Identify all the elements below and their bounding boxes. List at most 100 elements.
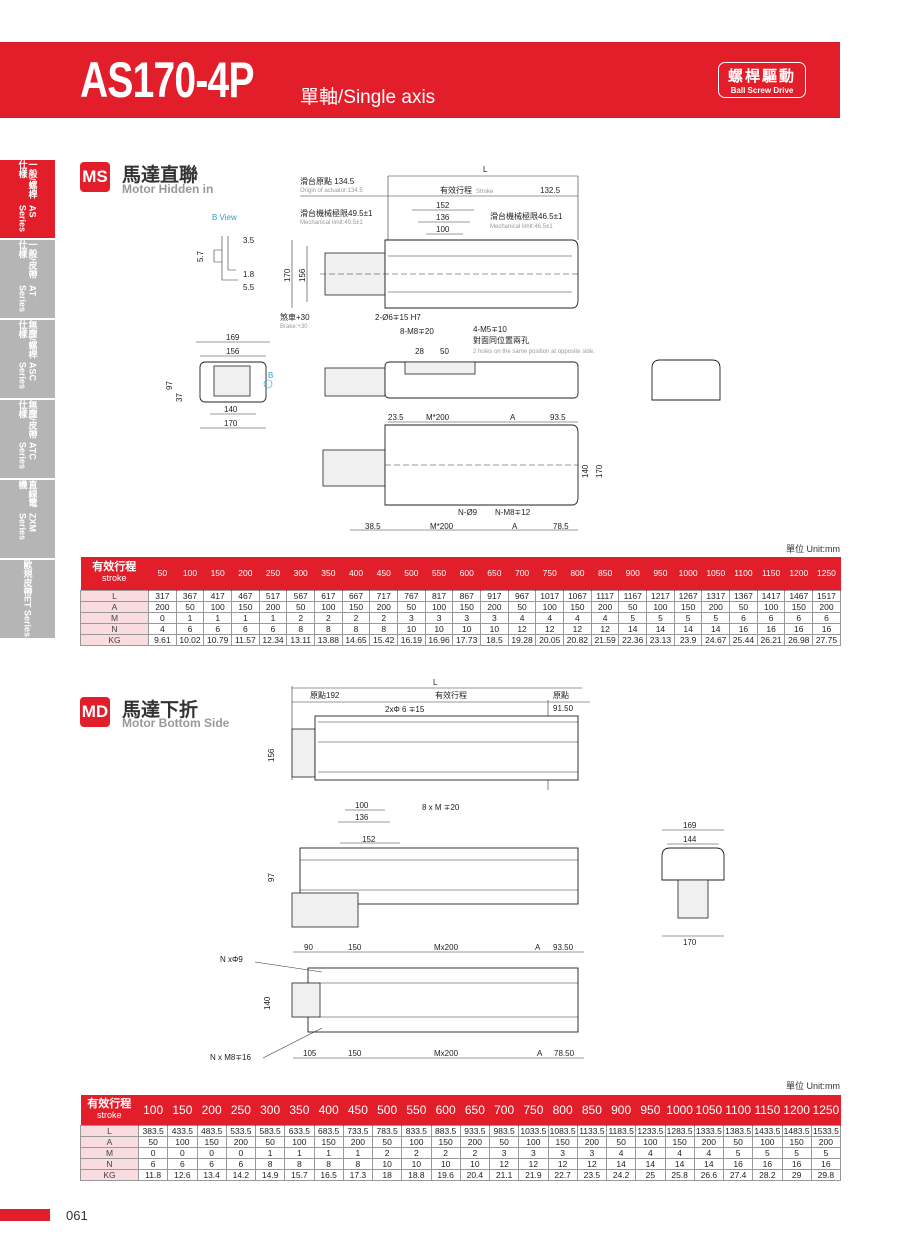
table-cell: 8 <box>341 622 371 635</box>
dimension-label: 煞車+30 <box>280 312 310 322</box>
model-title: AS170-4P <box>80 52 254 108</box>
table-cell: 6 <box>167 1157 198 1170</box>
dimension-label: 原點192 <box>310 690 340 700</box>
series-tab-zh: 無塵/皮帶仕樣 <box>17 400 38 439</box>
dimension-label: 97 <box>165 381 174 390</box>
table-cell: 200 <box>369 600 399 613</box>
dimension-label: N-Ø9 <box>458 508 478 517</box>
table-cell: 200 <box>693 1135 725 1148</box>
table-cell: 1 <box>342 1146 374 1159</box>
table-cell: 200 <box>701 600 731 613</box>
dimension-label: 100 <box>355 801 369 810</box>
dimension-label: N x M8∓16 <box>210 1053 251 1062</box>
table-cell: 10 <box>452 622 482 635</box>
dimension-label: 132.5 <box>540 186 561 195</box>
table-cell: 16.19 <box>397 633 426 646</box>
table-cell: 200 <box>576 1135 608 1148</box>
dimension-label: A <box>535 943 541 952</box>
table-cell: 100 <box>646 600 675 613</box>
drive-type-badge: 螺桿驅動 Ball Screw Drive <box>718 62 806 98</box>
table-cell: 0 <box>225 1146 257 1159</box>
table-cell: 50 <box>507 600 537 613</box>
dimension-label: 97 <box>267 873 276 882</box>
series-tab-zh: 直線電機 <box>17 480 38 507</box>
table-cell: 21.1 <box>488 1168 520 1181</box>
table-cell: 0 <box>196 1146 227 1159</box>
dimension-label: N xΦ9 <box>220 955 243 964</box>
table-cell: 14 <box>635 1157 666 1170</box>
table-cell: 3 <box>480 611 509 624</box>
dimension-label: 170 <box>683 938 697 947</box>
dimension-label: 滑台機械極限49.5±1 <box>300 208 373 218</box>
stroke-column-header: 800 <box>563 557 592 590</box>
table-cell: 1517 <box>812 589 841 602</box>
md-badge: MD <box>80 697 110 727</box>
table-cell: 24.2 <box>605 1168 637 1181</box>
table-cell: 3 <box>518 1146 549 1159</box>
table-cell: 2 <box>401 1146 432 1159</box>
dimension-label: Brake:+30 <box>280 324 308 330</box>
table-cell: 12 <box>563 622 592 635</box>
table-cell: 14.65 <box>341 633 371 646</box>
dimension-label: 156 <box>226 347 240 356</box>
table-cell: 4 <box>605 1146 637 1159</box>
table-cell: 1 <box>254 1146 286 1159</box>
stroke-column-header: 350 <box>284 1095 315 1125</box>
stroke-column-header: 700 <box>508 557 537 590</box>
stroke-column-header: 1050 <box>701 557 731 590</box>
table-cell: 25 <box>635 1168 666 1181</box>
table-cell: 6 <box>175 622 205 635</box>
table-cell: 23.13 <box>646 633 675 646</box>
row-label: N <box>80 1157 139 1170</box>
table-cell: 150 <box>231 600 260 613</box>
dimension-label: 136 <box>355 813 369 822</box>
dimension-label: 152 <box>436 201 450 210</box>
table-cell: 0 <box>167 1146 198 1159</box>
table-cell: 1433.5 <box>752 1124 783 1137</box>
table-cell: 883.5 <box>430 1124 461 1137</box>
table-cell: 150 <box>673 600 703 613</box>
table-cell: 683.5 <box>313 1124 344 1137</box>
dimension-label: 169 <box>226 333 240 342</box>
dimension-label: 136 <box>436 213 450 222</box>
dimension-label: 5.5 <box>243 283 255 292</box>
table-cell: 14 <box>618 622 648 635</box>
table-cell: 0 <box>137 1146 169 1159</box>
dimension-label: M*200 <box>426 413 450 422</box>
table-cell: 12 <box>488 1157 520 1170</box>
table-cell: 8 <box>313 1157 344 1170</box>
table-cell: 1067 <box>563 589 592 602</box>
stroke-column-header: 500 <box>397 557 426 590</box>
table-cell: 27.75 <box>812 633 841 646</box>
table-cell: 12 <box>547 1157 578 1170</box>
table-cell: 11.8 <box>137 1168 169 1181</box>
table-cell: 8 <box>369 622 399 635</box>
table-cell: 16 <box>810 1157 842 1170</box>
stroke-column-header: 250 <box>259 557 288 590</box>
table-cell: 6 <box>784 611 814 624</box>
stroke-column-header: 950 <box>646 557 675 590</box>
dimension-label: 2-Ø6∓15 H7 <box>375 313 421 322</box>
row-label: KG <box>80 633 149 646</box>
table-cell: 12.6 <box>167 1168 198 1181</box>
table-cell: 50 <box>605 1135 637 1148</box>
table-cell: 2 <box>430 1146 461 1159</box>
dimension-label: 38.5 <box>365 522 381 531</box>
table-cell: 10.79 <box>203 633 233 646</box>
stroke-column-header: 900 <box>606 1095 637 1125</box>
table-cell: 50 <box>254 1135 286 1148</box>
md-title-en: Motor Bottom Side <box>122 716 230 730</box>
table-cell: 50 <box>175 600 205 613</box>
table-cell: 917 <box>480 589 509 602</box>
